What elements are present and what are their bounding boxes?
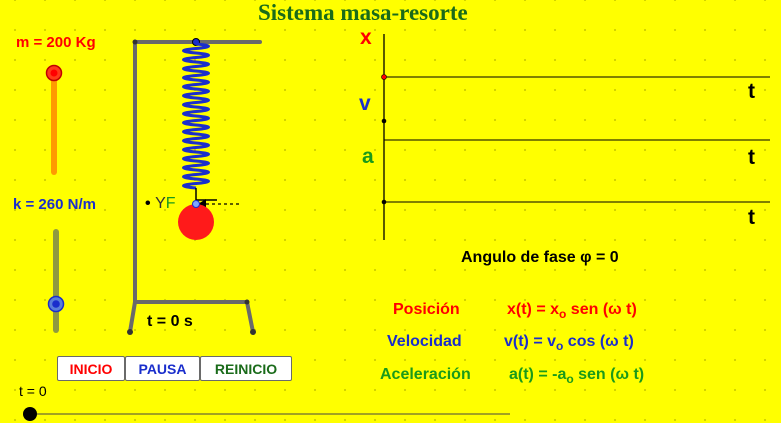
spring-mass-apparatus (127, 38, 262, 335)
spring-constant-slider[interactable] (42, 226, 72, 338)
mass-slider-handle-center (50, 69, 58, 77)
attach-point-label: • YF (145, 195, 176, 213)
frame-corner (132, 39, 138, 45)
acceleration-name: Aceleración (380, 366, 471, 383)
velocity-point (381, 118, 387, 124)
time-slider[interactable] (20, 402, 520, 423)
attach-dot: • (145, 195, 151, 212)
reset-button[interactable]: REINICIO (200, 356, 292, 381)
acceleration-time-label: t (748, 206, 755, 229)
spring-constant-label: k = 260 N/m (13, 196, 96, 213)
mass-slider[interactable] (40, 60, 70, 180)
position-name: Posición (393, 301, 460, 318)
page-title: Sistema masa-resorte (258, 0, 468, 25)
frame-foot-right (250, 329, 256, 335)
spring-hook (195, 188, 217, 201)
v-axis-label: v (359, 92, 371, 115)
a-axis-label: a (362, 145, 374, 168)
y-label: Y (155, 195, 166, 212)
velocity-time-label: t (748, 146, 755, 169)
position-point (381, 74, 387, 80)
x-axis-label: x (360, 26, 372, 49)
position-equation: x(t) = xo sen (ω t) (507, 301, 637, 322)
velocity-name: Velocidad (387, 333, 462, 350)
acceleration-equation: a(t) = -ao sen (ω t) (509, 366, 645, 387)
velocity-equation: v(t) = vo cos (ω t) (504, 333, 634, 354)
f-label: F (165, 195, 176, 212)
mass-attach-point[interactable] (192, 200, 200, 208)
spring (182, 42, 210, 190)
time-slider-handle[interactable] (23, 407, 37, 421)
motion-graphs (381, 34, 770, 240)
frame-foot-left (127, 329, 133, 335)
time-slider-label: t = 0 (19, 383, 47, 399)
time-display: t = 0 s (147, 313, 193, 330)
frame-joint (244, 299, 250, 305)
position-time-label: t (748, 80, 755, 103)
mass-label: m = 200 Kg (16, 34, 96, 51)
mass-ball[interactable] (178, 204, 214, 240)
phase-angle-label: Angulo de fase φ = 0 (461, 249, 619, 266)
pause-button[interactable]: PAUSA (125, 356, 200, 381)
spring-constant-slider-handle-center (52, 300, 60, 308)
start-button[interactable]: INICIO (57, 356, 125, 381)
acceleration-point (381, 199, 387, 205)
